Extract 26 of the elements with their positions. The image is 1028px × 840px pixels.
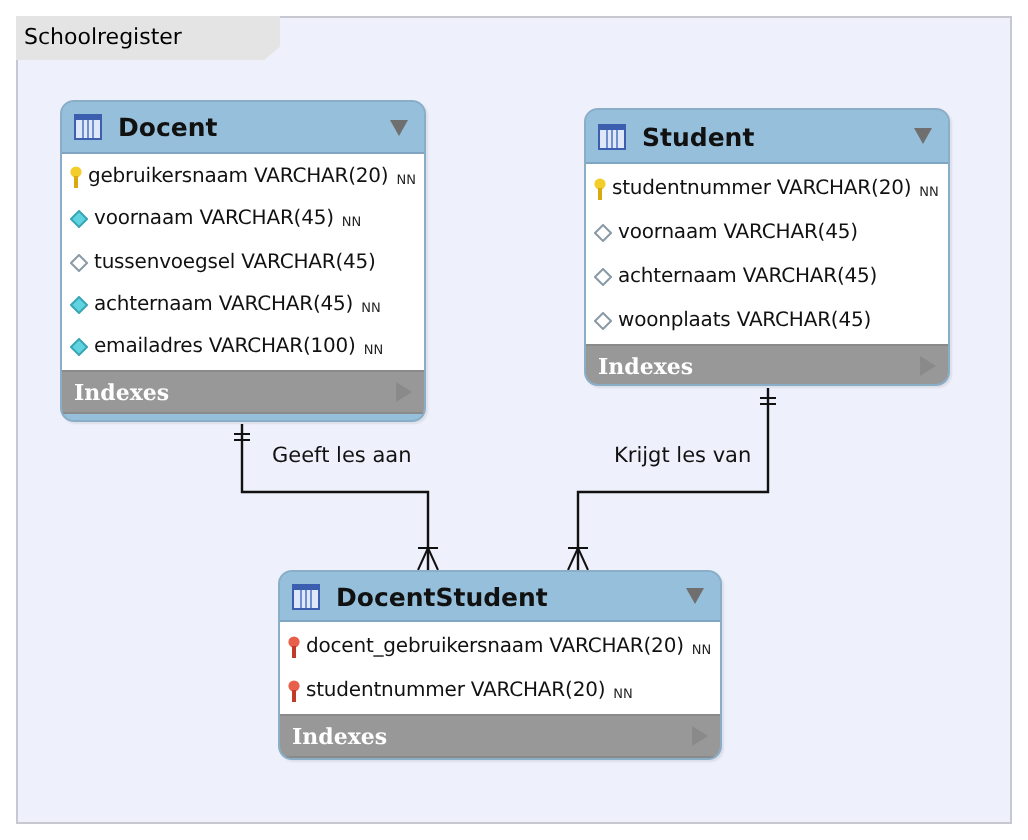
relationship-line [234, 424, 439, 571]
layer-panel [16, 16, 1012, 824]
column-text: achternaam VARCHAR(45) [618, 265, 878, 287]
column-text: studentnummer VARCHAR(20) [306, 679, 606, 701]
relationship-line [567, 388, 776, 571]
column-text: achternaam VARCHAR(45) [94, 294, 354, 317]
column-text: voornaam VARCHAR(45) [618, 221, 858, 243]
table-title: Student [642, 121, 757, 151]
edge-label: Geeft les aan [268, 444, 416, 468]
column-text: docent_gebruikersnaam VARCHAR(20) [306, 635, 684, 657]
table-title: DocentStudent [336, 581, 550, 611]
column-text: gebruikersnaam VARCHAR(20) [88, 166, 389, 189]
column-text: woonplaats VARCHAR(45) [618, 309, 872, 331]
column-text: studentnummer VARCHAR(20) [612, 177, 912, 199]
layer-title: Schoolregister [16, 16, 280, 60]
table-title: Docent [118, 112, 220, 142]
section-label: Indexes [598, 353, 696, 379]
column-text: voornaam VARCHAR(45) [94, 208, 334, 231]
table-card [278, 570, 722, 760]
column-text: emailadres VARCHAR(100) [94, 336, 356, 359]
edge-label: Krijgt les van [610, 444, 756, 468]
section-label: Indexes [74, 379, 172, 406]
column-text: tussenvoegsel VARCHAR(45) [94, 251, 376, 274]
table-card [60, 100, 426, 422]
section-label: Indexes [292, 723, 390, 749]
table-card [584, 108, 950, 386]
